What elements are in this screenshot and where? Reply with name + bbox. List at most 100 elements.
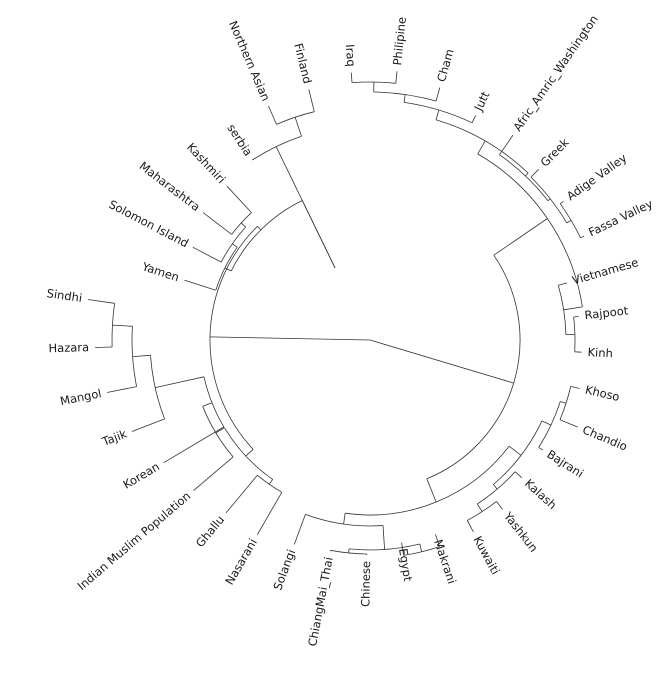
dendrogram-branch: [538, 447, 544, 451]
taxon-label: Indian Muslim Population: [75, 489, 194, 593]
taxon-label: Philipine: [390, 16, 409, 66]
dendrogram-branch: [107, 386, 137, 393]
taxon-label: Khoso: [584, 382, 621, 403]
dendrogram-branch: [256, 492, 283, 535]
dendrogram-branch: [203, 376, 225, 428]
dendrogram-branch: [293, 514, 306, 545]
dendrogram-branch: [192, 246, 222, 263]
taxon-label: Kashmiri: [184, 140, 228, 186]
taxon-label: Makrani: [431, 538, 459, 586]
taxon-label: Nasarani: [222, 536, 260, 587]
dendrogram-branch: [268, 479, 274, 485]
dendrogram-branch: [525, 172, 529, 177]
dendrogram-branch: [155, 376, 205, 388]
dendrogram-branch: [184, 279, 216, 291]
taxon-label: Egypt: [396, 547, 415, 582]
taxon-label: serbia: [224, 121, 255, 158]
dendrogram-branch: [559, 201, 564, 205]
dendrogram-branch: [558, 282, 568, 286]
dendrogram-branch: [294, 117, 302, 137]
dendrogram-branch: [245, 449, 254, 457]
dendrogram-branch: [87, 299, 115, 304]
taxon-label: Fassa Valley: [586, 196, 655, 239]
dendrogram-branch: [559, 419, 578, 428]
dendrogram-branch: [419, 543, 423, 552]
dendrogram-branch: [131, 418, 165, 432]
dendrogram-branch: [226, 185, 252, 213]
taxon-label: Greek: [538, 135, 572, 169]
dendrogram-branch: [547, 198, 551, 202]
dendrogram-branch: [305, 514, 384, 527]
dendrogram-branch: [499, 134, 514, 155]
dendrogram-branch: [163, 426, 225, 464]
dendrogram-branch: [530, 169, 539, 178]
dendrogram-branch: [224, 427, 273, 480]
taxon-label: Jutt: [471, 89, 493, 114]
dendrogram-branch: [240, 222, 246, 228]
dendrogram-branch: [345, 445, 510, 516]
taxon-label: Sindhi: [46, 286, 83, 305]
dendrogram-branch: [343, 513, 346, 525]
taxon-label: Afric_Amric_Washington: [510, 12, 601, 133]
dendrogram-branch: [493, 420, 543, 485]
dendrogram-branch: [225, 474, 258, 514]
dendrogram-branch: [132, 354, 151, 357]
taxon-label: Maharashtra: [137, 159, 203, 214]
dendrogram-branch: [348, 543, 420, 551]
dendrogram-branch: [530, 176, 568, 224]
dendrogram-branch: [404, 102, 473, 124]
dendrogram-branch: [538, 401, 561, 448]
dendrogram-branch: [215, 246, 238, 291]
taxon-label: Rajpoot: [584, 303, 630, 322]
taxon-label: Yamen: [140, 259, 181, 284]
taxon-label: Iraq: [343, 44, 359, 67]
dendrogram-branch: [401, 542, 404, 556]
dendrogram-branch: [252, 135, 302, 161]
dendrogram-branch: [257, 226, 262, 231]
dendrogram-branch: [382, 525, 385, 550]
dendrogram-branch: [403, 94, 406, 103]
dendrogram-branch: [493, 484, 498, 490]
dendrogram-branch: [308, 89, 315, 112]
dendrogram-branch: [224, 267, 232, 272]
dendrogram-branch: [477, 471, 516, 505]
dendrogram-branch: [471, 115, 476, 123]
dendrogram-branch: [435, 109, 440, 120]
dendrogram-branch: [215, 427, 225, 434]
dendrogram-branch: [202, 212, 232, 235]
taxon-label: Solangi: [270, 547, 298, 592]
dendrogram-branch: [435, 87, 441, 102]
dendrogram-branch: [202, 406, 234, 458]
taxon-label: Chinese: [358, 561, 373, 607]
taxon-label: Kinh: [587, 345, 613, 360]
dendrogram-branch: [514, 471, 523, 479]
dendrogram-branch: [112, 324, 133, 327]
dendrogram-branch: [570, 386, 580, 389]
dendrogram-branch: [150, 355, 165, 420]
dendrogram-branch: [476, 503, 483, 512]
taxon-label: Adige Valley: [564, 151, 630, 204]
dendrogram-branch: [541, 420, 552, 426]
dendrogram-branch: [209, 336, 371, 341]
dendrogram-branch: [493, 235, 523, 256]
dendrogram-branch: [275, 146, 336, 269]
taxon-label: Kuwaiti: [471, 534, 503, 577]
dendrogram-branch: [557, 285, 567, 335]
taxon-label: Cham: [434, 47, 456, 83]
taxon-label: ChiangMai_Thai: [305, 556, 335, 648]
taxon-label: Bajrani: [545, 447, 587, 481]
dendrogram-branch: [395, 71, 398, 84]
dendrogram-branch: [426, 478, 437, 503]
dendrogram-branch: [566, 219, 572, 224]
taxon-label: Ghallu: [193, 513, 227, 550]
dendrogram-branch: [477, 153, 583, 307]
dendrogram-branches: [87, 71, 585, 556]
dendrogram-branch: [209, 226, 258, 450]
dendrogram-branch: [202, 402, 213, 407]
taxon-label: Tajik: [99, 426, 129, 449]
dendrogram-branch: [131, 326, 137, 387]
dendrogram-branch: [573, 316, 579, 318]
taxon-label: Korean: [120, 459, 161, 491]
